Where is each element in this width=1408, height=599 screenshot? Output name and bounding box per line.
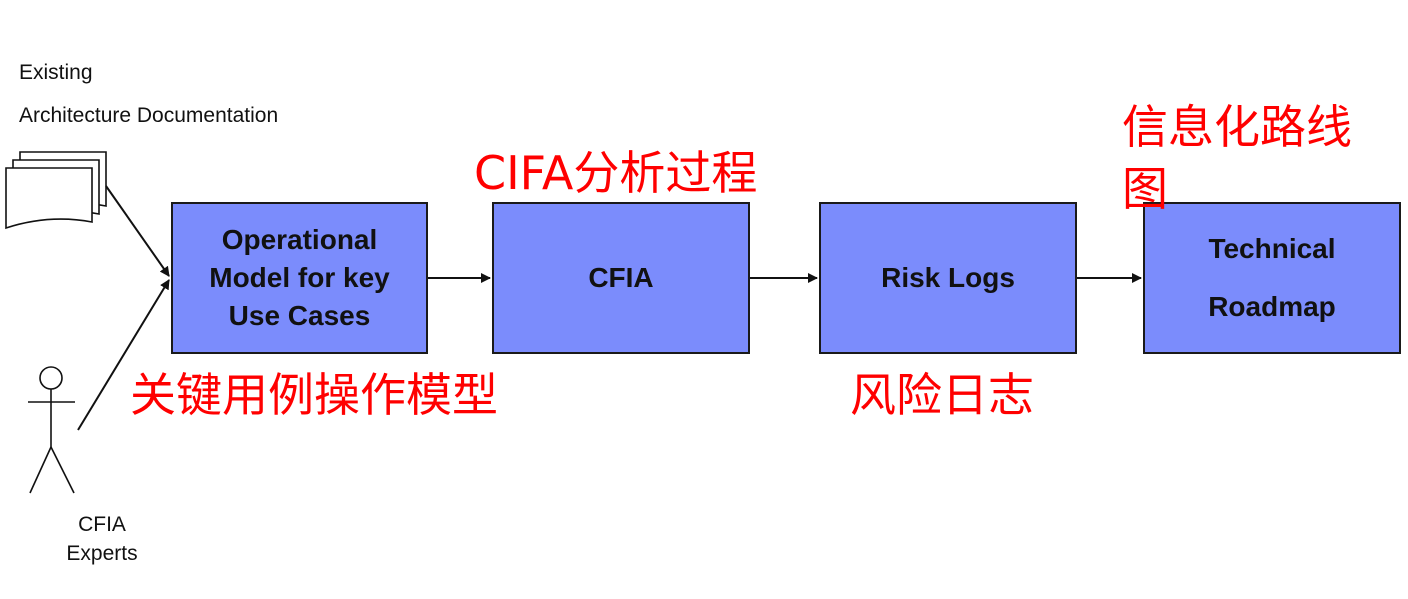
documents-label-line1: Existing <box>19 61 93 84</box>
technical-roadmap-line2: Roadmap <box>1208 291 1336 322</box>
risk-logs-box: Risk Logs <box>819 202 1077 354</box>
operational-model-annotation: 关键用例操作模型 <box>130 368 498 422</box>
roadmap-annotation-line1: 信息化路线 <box>1122 100 1352 154</box>
cfia-box-label: CFIA <box>588 262 654 293</box>
document-stack-icon <box>5 151 107 230</box>
risk-logs-box-label: Risk Logs <box>881 262 1015 293</box>
actor-icon <box>28 366 75 494</box>
cfia-box: CFIA <box>492 202 750 354</box>
technical-roadmap-box: Technical Roadmap <box>1143 202 1401 354</box>
operational-model-line1: Operational <box>221 224 378 255</box>
operational-model-line3: Use Cases <box>228 300 371 331</box>
operational-model-line2: Model for key <box>209 262 390 293</box>
experts-label: CFIA Experts <box>40 510 164 568</box>
cfia-annotation: CIFA分析过程 <box>474 146 758 200</box>
arrow-docs-to-model <box>105 185 170 277</box>
experts-label-line2: Experts <box>66 542 138 565</box>
technical-roadmap-line1: Technical <box>1208 233 1336 264</box>
arrow-experts-to-model <box>77 279 170 431</box>
documents-label-line2: Architecture Documentation <box>19 104 279 127</box>
risk-logs-annotation: 风险日志 <box>850 368 1034 422</box>
experts-label-line1: CFIA <box>78 513 126 536</box>
operational-model-box: Operational Model for key Use Cases <box>171 202 428 354</box>
roadmap-annotation-line2: 图 <box>1122 162 1168 216</box>
